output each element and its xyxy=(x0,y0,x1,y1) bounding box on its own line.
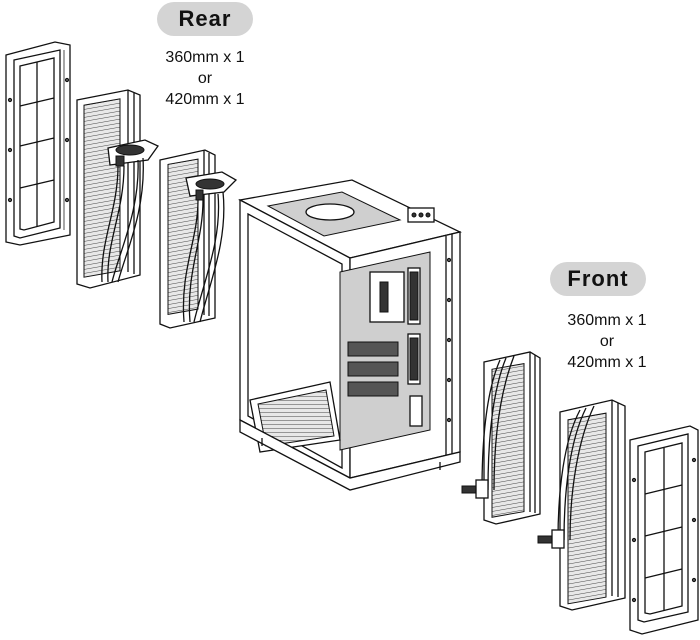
front-filter-bracket xyxy=(629,425,699,635)
front-spec-line-2: or xyxy=(599,333,615,350)
front-spec-line-1: 360mm x 1 xyxy=(567,312,647,329)
rear-radiator-small xyxy=(159,149,238,329)
front-radiator-large xyxy=(537,399,626,611)
front-radiator-small xyxy=(461,351,541,525)
pc-case xyxy=(238,179,462,491)
rear-title: Rear xyxy=(157,2,253,36)
front-spec-line-3: 420mm x 1 xyxy=(567,354,647,371)
rear-radiator-large xyxy=(76,89,159,289)
rear-filter-bracket xyxy=(5,41,71,246)
rear-spec-line-1: 360mm x 1 xyxy=(165,49,245,66)
rear-spec-line-2: or xyxy=(197,70,213,87)
front-title: Front xyxy=(550,262,646,296)
rear-spec-line-3: 420mm x 1 xyxy=(165,91,245,108)
